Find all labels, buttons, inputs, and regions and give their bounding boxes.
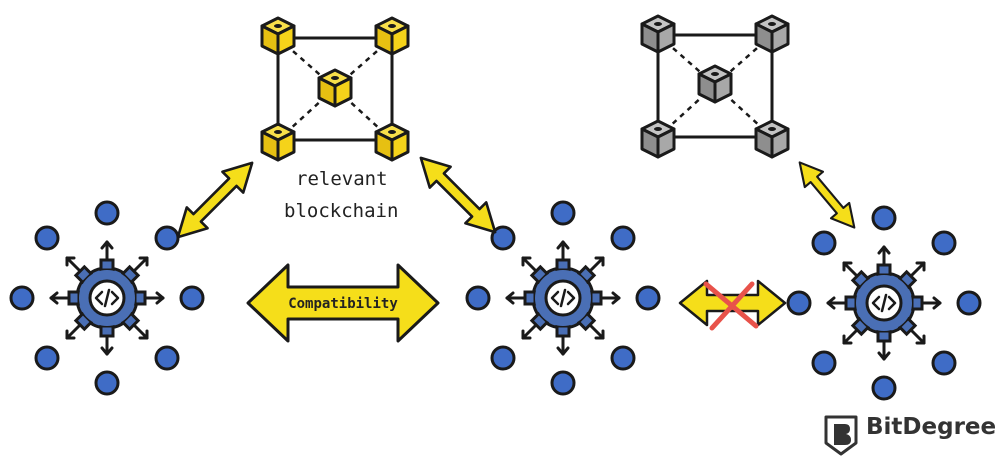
cube-icon bbox=[374, 16, 410, 56]
cube-icon bbox=[260, 122, 296, 162]
network-node-left bbox=[9, 200, 205, 396]
brand-name: BitDegree bbox=[866, 414, 997, 440]
blockchain-label: blockchain bbox=[284, 200, 399, 222]
brand: BitDegree bbox=[822, 414, 996, 440]
grey-blockchain bbox=[640, 14, 790, 159]
compatibility-label: Compatibility bbox=[288, 296, 398, 312]
cube-icon bbox=[640, 14, 676, 54]
yellow-blockchain bbox=[260, 16, 410, 162]
network-node-right bbox=[786, 205, 982, 401]
cube-icon bbox=[640, 119, 676, 159]
connection-arrow-middle bbox=[409, 146, 507, 244]
cube-icon bbox=[697, 64, 733, 104]
cube-icon bbox=[317, 68, 353, 108]
relevant-label: relevant bbox=[296, 168, 388, 190]
cube-icon bbox=[754, 14, 790, 54]
cube-icon bbox=[754, 119, 790, 159]
red-cross-icon bbox=[703, 281, 759, 331]
connection-arrow-left bbox=[166, 151, 264, 249]
bitdegree-logo-icon bbox=[824, 415, 858, 456]
cube-icon bbox=[260, 16, 296, 56]
connection-arrow-right bbox=[789, 153, 865, 237]
cube-icon bbox=[374, 122, 410, 162]
